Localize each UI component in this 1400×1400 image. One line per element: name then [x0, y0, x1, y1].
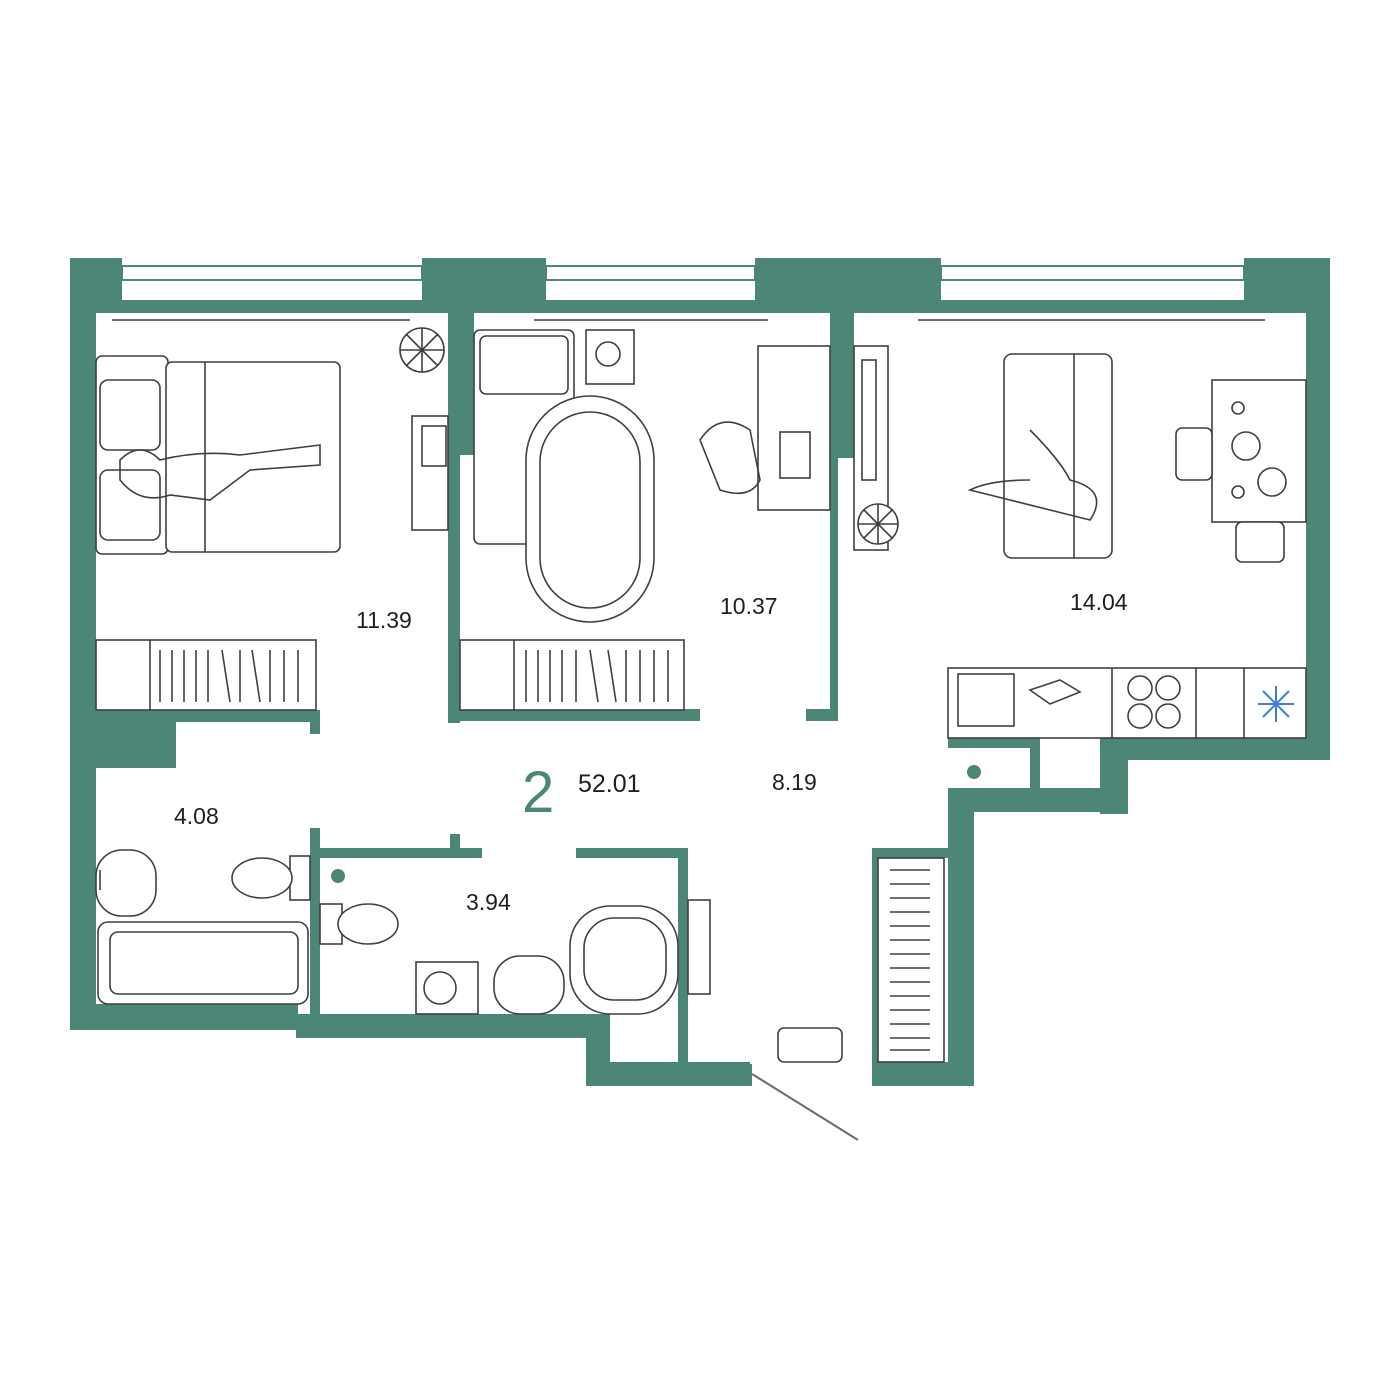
snowflake-icon: [1258, 686, 1294, 722]
area-label-hallway: 8.19: [772, 769, 817, 795]
bedroom-1-furniture: [95, 327, 449, 711]
rooms-count: 2: [522, 760, 554, 825]
hallway-furniture: [777, 857, 945, 1063]
total-area: 52.01: [578, 770, 641, 798]
bedroom-2-furniture: [459, 329, 831, 711]
plant-icon: [399, 327, 445, 373]
walls: [70, 258, 1330, 1086]
area-label-bedroom-1: 11.39: [356, 607, 412, 633]
labels: 11.39 10.37 14.04 4.08 8.19 3.94 2 52.01: [174, 589, 1128, 915]
entrance-door: [748, 1064, 859, 1141]
living-kitchen-furniture: [853, 345, 1307, 779]
area-label-living-kitchen: 14.04: [1070, 589, 1128, 615]
area-label-washroom: 3.94: [466, 889, 511, 915]
bathroom-furniture: [95, 849, 311, 1005]
area-label-bedroom-2: 10.37: [720, 593, 778, 619]
plant-icon: [857, 503, 899, 545]
windows: [121, 265, 1245, 281]
washroom-furniture: [319, 869, 711, 1015]
area-label-bathroom: 4.08: [174, 803, 219, 829]
